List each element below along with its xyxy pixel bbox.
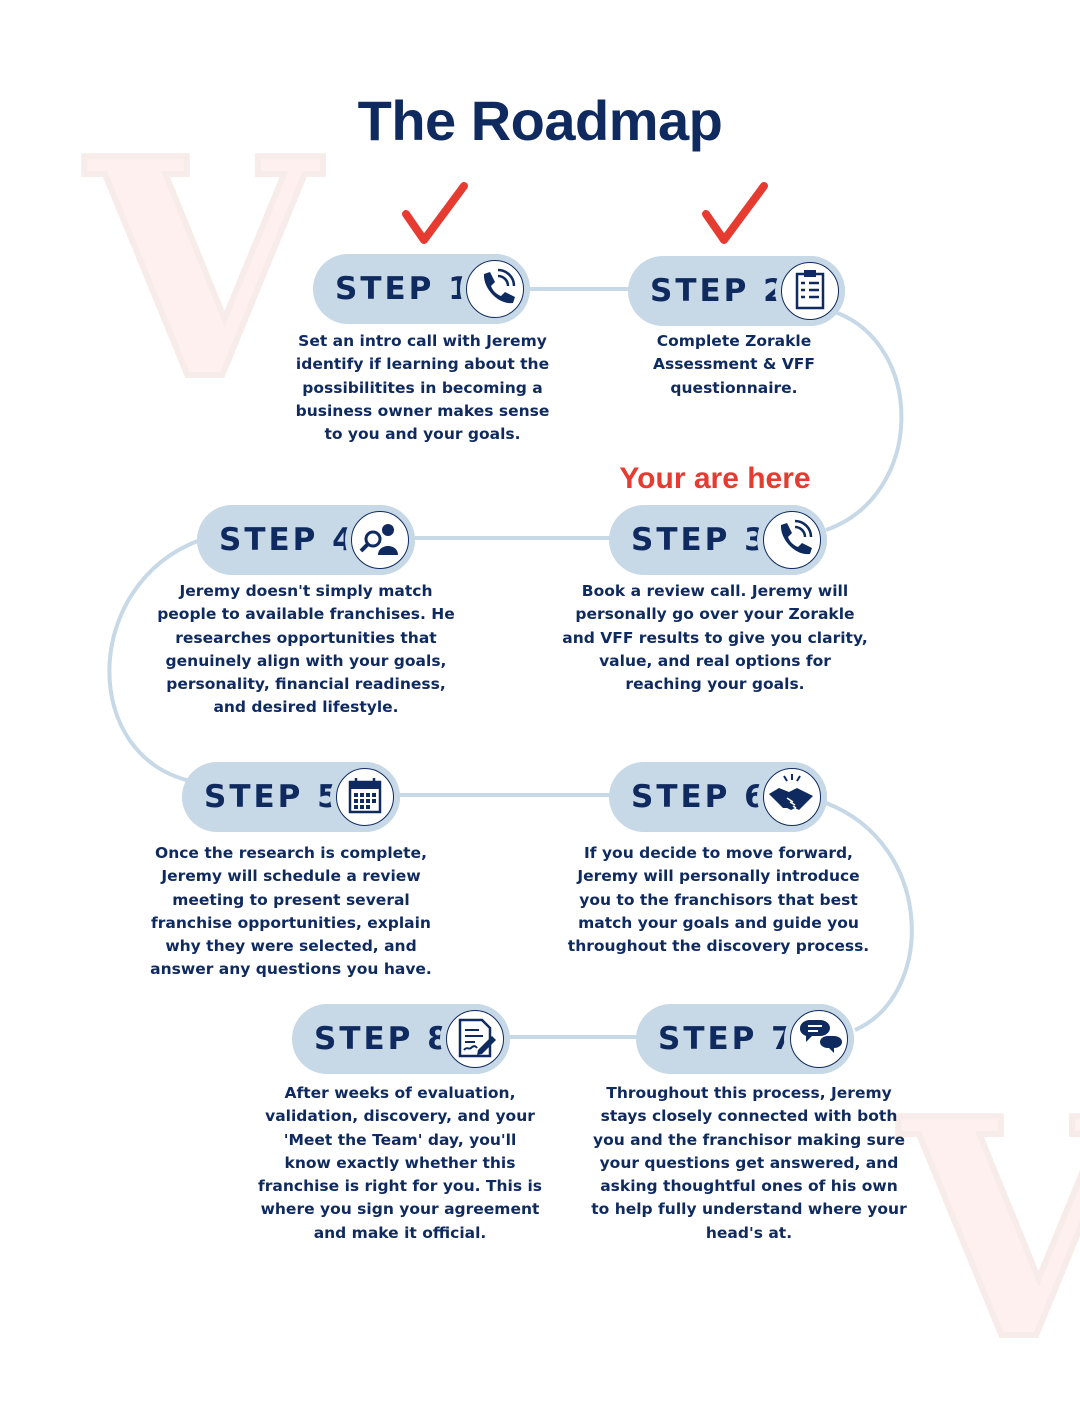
step-4-description: Jeremy doesn't simply match people to av… xyxy=(157,582,455,717)
watermark-letter: V xyxy=(83,93,322,446)
chat-bubbles-icon xyxy=(784,1004,854,1074)
step-label: STEP 7 xyxy=(658,1021,796,1057)
phone-icon xyxy=(460,254,530,324)
step-4-pill: STEP 4 xyxy=(197,505,415,575)
step-5-description: Once the research is complete, Jeremy wi… xyxy=(150,844,432,979)
step-label: STEP 5 xyxy=(204,779,342,815)
step-5-pill: STEP 5 xyxy=(182,762,400,832)
page-title: The Roadmap xyxy=(357,89,723,152)
step-label: STEP 3 xyxy=(631,522,769,558)
step-3-description: Book a review call. Jeremy will personal… xyxy=(562,582,868,694)
watermark-letter: V xyxy=(897,1053,1080,1406)
clipboard-checklist-icon xyxy=(775,256,845,326)
step-8-pill: STEP 8 xyxy=(292,1004,510,1074)
handshake-icon xyxy=(757,762,827,832)
signed-document-icon xyxy=(440,1004,510,1074)
check-icon xyxy=(702,182,768,244)
step-1-description: Set an intro call with Jeremy identify i… xyxy=(295,332,550,444)
step-2-pill: STEP 2 xyxy=(628,256,845,326)
step-2-description: Complete Zorakle Assessment & VFF questi… xyxy=(652,332,815,397)
step-label: STEP 6 xyxy=(631,779,769,815)
current-position-label: Your are here xyxy=(619,462,811,495)
step-3-pill: STEP 3 xyxy=(609,505,827,575)
step-6-pill: STEP 6 xyxy=(609,762,827,832)
step-label: STEP 2 xyxy=(650,273,788,309)
calendar-icon xyxy=(330,762,400,832)
research-person-icon xyxy=(345,505,415,575)
step-7-description: Throughout this process, Jeremy stays cl… xyxy=(591,1084,907,1242)
step-label: STEP 4 xyxy=(219,522,357,558)
roadmap-path xyxy=(107,287,914,1039)
step-7-pill: STEP 7 xyxy=(636,1004,854,1074)
step-label: STEP 8 xyxy=(314,1021,452,1057)
check-icon xyxy=(402,182,468,244)
phone-icon xyxy=(757,505,827,575)
step-1-pill: STEP 1 xyxy=(313,254,530,324)
step-6-description: If you decide to move forward, Jeremy wi… xyxy=(567,844,870,956)
step-8-description: After weeks of evaluation, validation, d… xyxy=(258,1084,542,1242)
step-label: STEP 1 xyxy=(335,271,473,307)
